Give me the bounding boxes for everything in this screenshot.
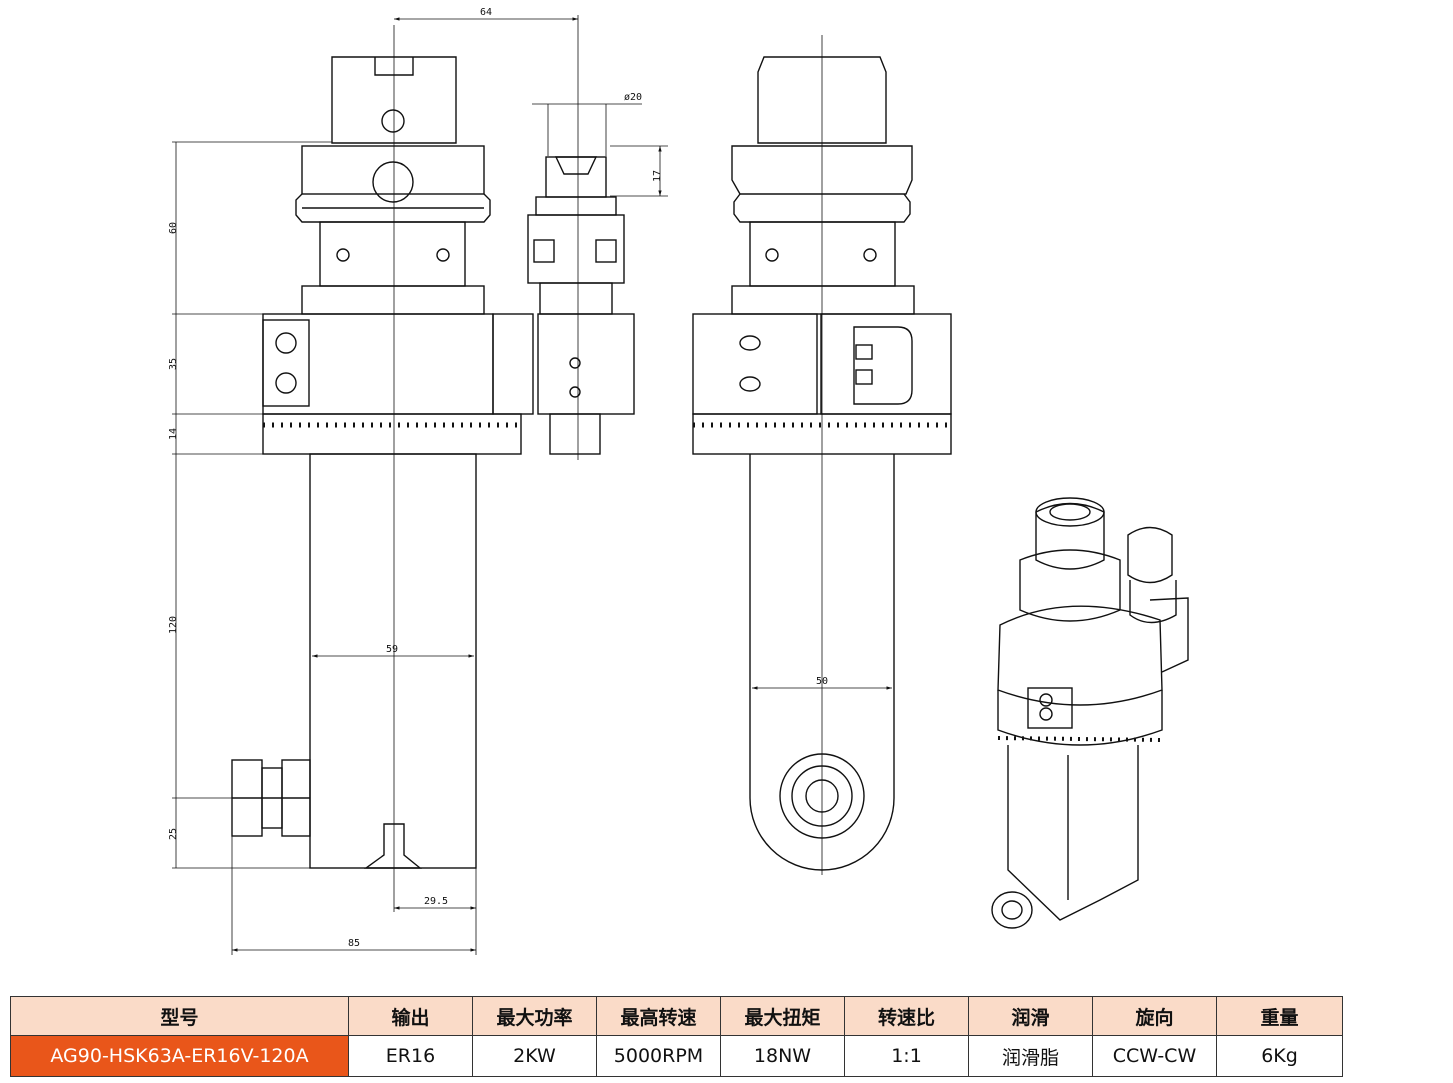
spec-header-row: 型号 输出 最大功率 最高转速 最大扭矩 转速比 润滑 旋向 重量	[10, 996, 1343, 1036]
spec-table: 型号 输出 最大功率 最高转速 最大扭矩 转速比 润滑 旋向 重量 AG90-H…	[10, 996, 1343, 1077]
front-dimension-lines	[172, 15, 668, 955]
header-max-torque: 最大扭矩	[720, 996, 845, 1036]
side-body-left	[692, 313, 818, 415]
value-speed-ratio: 1:1	[844, 1035, 969, 1077]
side-body-right	[820, 313, 952, 415]
dim-120: 120	[168, 616, 179, 634]
isometric-view	[991, 497, 1189, 929]
dim-29-5: 29.5	[424, 896, 448, 907]
dim-50: 50	[816, 676, 828, 687]
drive-shaft	[545, 156, 607, 198]
dim-64: 64	[480, 7, 492, 18]
header-max-power: 最大功率	[472, 996, 597, 1036]
scale-ring	[262, 413, 522, 455]
shank-hole	[381, 109, 405, 133]
flange	[301, 145, 485, 195]
header-lubrication: 润滑	[968, 996, 1093, 1036]
dim-17: 17	[652, 170, 663, 182]
header-rotation: 旋向	[1092, 996, 1217, 1036]
value-max-power: 2KW	[472, 1035, 597, 1077]
dim-25: 25	[168, 828, 179, 840]
dim-35: 35	[168, 358, 179, 370]
header-model: 型号	[10, 996, 349, 1036]
value-weight: 6Kg	[1216, 1035, 1343, 1077]
front-dimension-texts: 64 ø20 17 60 35 14 120 59 25 29.5 85	[168, 7, 663, 949]
front-view	[231, 25, 635, 912]
side-arm	[749, 454, 895, 871]
hsk-shank	[331, 56, 457, 144]
iso-ring	[997, 690, 1163, 746]
value-output: ER16	[348, 1035, 473, 1077]
technical-drawing: 64 ø20 17 60 35 14 120 59 25 29.5 85	[168, 7, 1189, 955]
dim-diameter-20: ø20	[624, 92, 642, 103]
value-max-torque: 18NW	[720, 1035, 845, 1077]
side-view	[692, 35, 952, 875]
header-max-speed: 最高转速	[596, 996, 721, 1036]
value-rotation: CCW-CW	[1092, 1035, 1217, 1077]
value-lubrication: 润滑脂	[968, 1035, 1093, 1077]
dim-60: 60	[168, 222, 179, 234]
header-output: 输出	[348, 996, 473, 1036]
value-model: AG90-HSK63A-ER16V-120A	[10, 1035, 349, 1077]
header-weight: 重量	[1216, 996, 1343, 1036]
iso-arm	[1007, 745, 1139, 921]
arm	[309, 453, 477, 869]
dim-85: 85	[348, 938, 360, 949]
neck	[319, 221, 466, 287]
iso-nut	[991, 891, 1033, 929]
side-scale-ring	[692, 413, 952, 455]
iso-drive	[1127, 526, 1173, 584]
iso-shank	[1035, 502, 1105, 570]
header-speed-ratio: 转速比	[844, 996, 969, 1036]
flange-hole	[372, 161, 414, 203]
side-shank	[757, 56, 887, 144]
main-body	[262, 313, 494, 415]
dim-14: 14	[168, 428, 179, 440]
dim-59: 59	[386, 644, 398, 655]
value-max-speed: 5000RPM	[596, 1035, 721, 1077]
spec-value-row: AG90-HSK63A-ER16V-120A ER16 2KW 5000RPM …	[10, 1035, 1343, 1077]
